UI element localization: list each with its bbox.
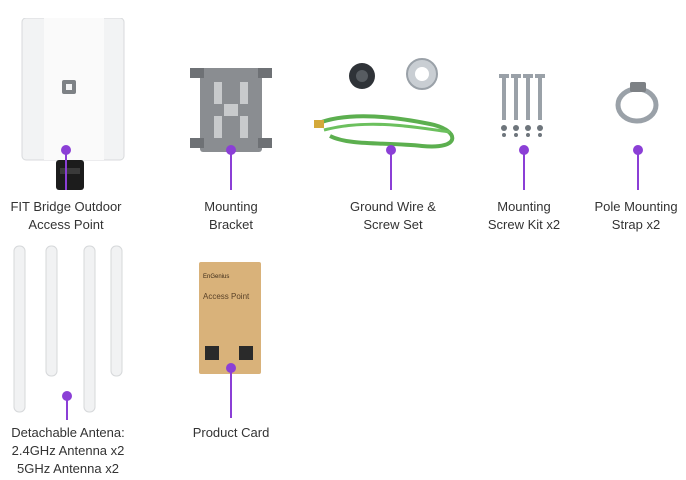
caption-line: Bracket	[208, 217, 254, 232]
pointer	[62, 391, 72, 420]
ground-wire-icon	[314, 58, 455, 149]
caption: Ground Wire & Screw Set	[330, 198, 456, 234]
caption-line: 5GHz Antenna x2	[17, 461, 119, 476]
caption-line: Detachable Antena:	[11, 425, 125, 440]
caption-line: Access Point	[28, 217, 104, 232]
pointer	[386, 145, 396, 190]
pointer	[226, 363, 236, 418]
caption: Detachable Antena: 2.4GHz Antenna x2 5GH…	[0, 424, 136, 478]
caption-line: Ground Wire &	[350, 199, 436, 214]
qr-code-icon	[239, 346, 253, 360]
outdoor-access-point-icon	[21, 18, 125, 190]
caption-line: Mounting	[497, 199, 551, 214]
caption: Pole Mounting Strap x2	[586, 198, 686, 234]
caption-line: Product Card	[192, 425, 270, 440]
pointer	[226, 145, 236, 190]
screw-kit-icon	[499, 74, 545, 137]
card-brand: EnGenius	[203, 274, 230, 280]
caption: Mounting Screw Kit x2	[470, 198, 578, 234]
caption-line: Screw Kit x2	[487, 217, 561, 232]
caption-line: 2.4GHz Antenna x2	[11, 443, 125, 458]
antenna-icon	[13, 245, 123, 413]
caption: FIT Bridge Outdoor Access Point	[0, 198, 132, 234]
pointer	[61, 145, 71, 190]
caption-line: Strap x2	[611, 217, 661, 232]
caption: Mounting Bracket	[170, 198, 292, 234]
pole-strap-icon	[615, 82, 659, 124]
caption-line: FIT Bridge Outdoor	[10, 199, 122, 214]
qr-code-icon	[205, 346, 219, 360]
caption: Product Card	[170, 424, 292, 442]
pointer	[519, 145, 529, 190]
caption-line: Mounting	[204, 199, 258, 214]
mounting-bracket-icon	[190, 68, 272, 152]
product-card-icon: EnGenius Access Point	[199, 262, 261, 374]
pointer	[633, 145, 643, 190]
caption-line: Pole Mounting	[594, 199, 678, 214]
card-title: Access Point	[203, 292, 250, 301]
caption-line: Screw Set	[363, 217, 423, 232]
